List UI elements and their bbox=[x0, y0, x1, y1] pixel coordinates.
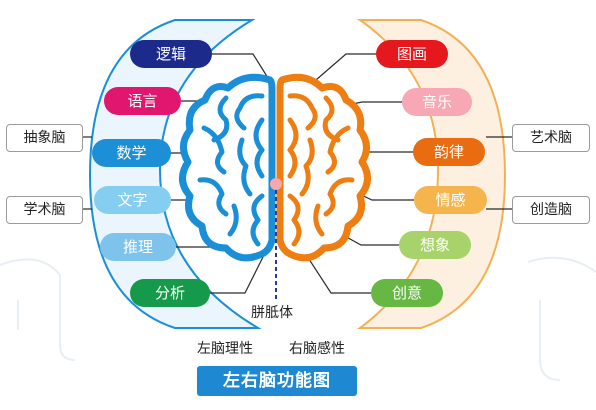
right-item-creativity: 创意 bbox=[371, 279, 443, 307]
left-item-reasoning: 推理 bbox=[100, 233, 176, 261]
left-brain-caption: 左脑理性 bbox=[197, 341, 253, 357]
left-item-logic: 逻辑 bbox=[130, 40, 212, 68]
left-item-analysis: 分析 bbox=[130, 279, 210, 307]
corpus-callosum-dot bbox=[270, 178, 282, 190]
right-item-music: 音乐 bbox=[402, 88, 472, 116]
background-decoration bbox=[0, 256, 596, 381]
right-hemisphere bbox=[276, 73, 371, 262]
left-item-math: 数学 bbox=[92, 139, 171, 167]
right-item-drawing: 图画 bbox=[376, 40, 448, 68]
side-label-abstract-brain: 抽象脑 bbox=[6, 124, 83, 152]
diagram-title: 左右脑功能图 bbox=[197, 366, 357, 396]
side-label-academic-brain: 学术脑 bbox=[6, 196, 83, 224]
right-item-emotion: 情感 bbox=[414, 186, 487, 214]
right-brain-caption: 右脑感性 bbox=[289, 341, 345, 357]
right-item-imagination: 想象 bbox=[399, 231, 471, 259]
right-item-rhythm: 韵律 bbox=[413, 138, 485, 166]
left-item-writing: 文字 bbox=[94, 186, 171, 214]
corpus-callosum-label: 胼胝体 bbox=[251, 305, 293, 321]
left-hemisphere bbox=[179, 73, 276, 262]
side-label-art-brain: 艺术脑 bbox=[512, 124, 590, 152]
side-label-creative-brain: 创造脑 bbox=[512, 196, 590, 224]
left-item-language: 语言 bbox=[104, 87, 181, 115]
